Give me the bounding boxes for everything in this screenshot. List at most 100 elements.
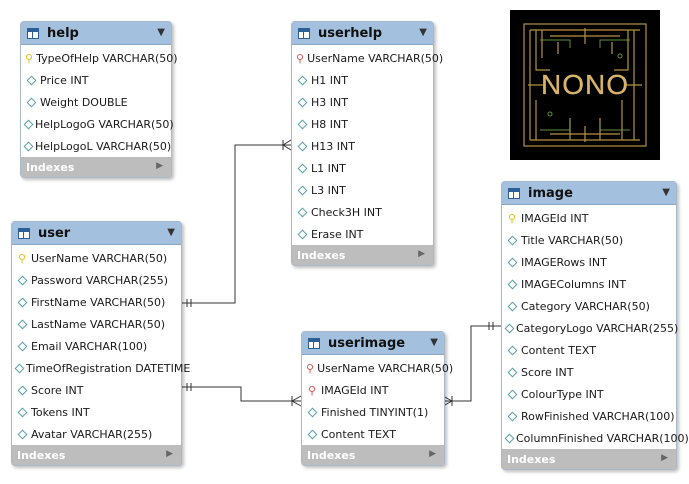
table-column[interactable]: Erase INT: [292, 223, 433, 245]
table-column[interactable]: Tokens INT: [12, 401, 181, 423]
table-column[interactable]: Title VARCHAR(50): [502, 229, 676, 251]
indexes-section[interactable]: Indexes ▶: [292, 245, 433, 265]
table-column[interactable]: H1 INT: [292, 69, 433, 91]
primary-key-icon: ⚲: [25, 51, 34, 65]
indexes-section[interactable]: Indexes ▶: [12, 445, 181, 465]
table-help[interactable]: help ▼ ⚲TypeOfHelp VARCHAR(50)Price INT W…: [20, 21, 178, 178]
column-label: Avatar VARCHAR(255): [31, 427, 153, 441]
table-title: userhelp: [318, 25, 383, 41]
table-column[interactable]: H13 INT: [292, 135, 433, 157]
column-label: Tokens INT: [31, 405, 90, 419]
table-column[interactable]: L3 INT: [292, 179, 433, 201]
column-label: Content TEXT: [321, 427, 396, 441]
table-title: userimage: [328, 335, 406, 351]
table-column[interactable]: ⚲UserName VARCHAR(50): [12, 247, 181, 269]
table-column[interactable]: ColourType INT: [502, 383, 676, 405]
table-column[interactable]: HelpLogoL VARCHAR(50): [21, 135, 171, 157]
table-column[interactable]: Avatar VARCHAR(255): [12, 423, 181, 445]
indexes-label: Indexes: [307, 448, 356, 462]
indexes-section[interactable]: Indexes ▶: [21, 157, 171, 177]
column-label: H8 INT: [311, 117, 348, 131]
table-column[interactable]: Content TEXT: [502, 339, 676, 361]
column-diamond-icon: [296, 207, 308, 217]
table-column[interactable]: ⚲TypeOfHelp VARCHAR(50): [21, 47, 178, 69]
table-column[interactable]: Price INT: [21, 69, 171, 91]
table-column[interactable]: Score INT: [12, 379, 181, 401]
table-column[interactable]: LastName VARCHAR(50): [12, 313, 181, 335]
indexes-section[interactable]: Indexes ▶: [302, 445, 444, 465]
table-column[interactable]: Score INT: [502, 361, 676, 383]
column-diamond-icon: [16, 385, 28, 395]
column-label: L1 INT: [311, 161, 346, 175]
chevron-down-icon[interactable]: ▼: [662, 187, 670, 198]
table-column[interactable]: ⚲IMAGEId INT: [502, 207, 676, 229]
chevron-down-icon[interactable]: ▼: [419, 27, 427, 38]
table-column[interactable]: Email VARCHAR(100): [12, 335, 181, 357]
indexes-section[interactable]: Indexes ▶: [502, 449, 676, 469]
table-column[interactable]: H8 INT: [292, 113, 433, 135]
table-header[interactable]: image ▼: [502, 182, 676, 205]
column-label: Title VARCHAR(50): [521, 233, 624, 247]
rel-user-userhelp: [181, 144, 291, 304]
table-column[interactable]: Weight DOUBLE: [21, 91, 171, 113]
chevron-down-icon[interactable]: ▼: [157, 27, 165, 38]
column-diamond-icon: [506, 235, 518, 245]
logo-text: NONO: [541, 69, 629, 100]
chevron-down-icon[interactable]: ▼: [430, 337, 438, 348]
table-column[interactable]: L1 INT: [292, 157, 433, 179]
table-userhelp[interactable]: userhelp ▼ ⚲UserName VARCHAR(50)H1 INT H3…: [291, 21, 443, 266]
table-column[interactable]: Content TEXT: [302, 423, 444, 445]
expand-arrow-icon[interactable]: ▶: [156, 161, 163, 171]
table-column[interactable]: H3 INT: [292, 91, 433, 113]
primary-key-icon: ⚲: [507, 211, 517, 225]
table-header[interactable]: user ▼: [12, 222, 181, 245]
column-label: Finished TINYINT(1): [321, 405, 429, 419]
table-column[interactable]: Check3H INT: [292, 201, 433, 223]
table-image[interactable]: image ▼ ⚲IMAGEId INT Title VARCHAR(50) IMA…: [501, 181, 689, 470]
table-column[interactable]: ⚲IMAGEId INT: [302, 379, 444, 401]
table-column[interactable]: Password VARCHAR(255): [12, 269, 181, 291]
column-label: Content TEXT: [521, 343, 596, 357]
table-header[interactable]: help ▼: [21, 22, 171, 45]
column-label: Weight DOUBLE: [40, 95, 128, 109]
column-label: Score INT: [31, 383, 84, 397]
expand-arrow-icon[interactable]: ▶: [418, 249, 425, 259]
column-label: TimeOfRegistration DATETIME: [26, 361, 191, 375]
table-column[interactable]: RowFinished VARCHAR(100): [502, 405, 676, 427]
column-list: ⚲TypeOfHelp VARCHAR(50)Price INT Weight D…: [21, 45, 178, 157]
table-userimage[interactable]: userimage ▼ ⚲UserName VARCHAR(50)⚲IMAGEI…: [301, 331, 453, 466]
column-label: H3 INT: [311, 95, 348, 109]
column-diamond-icon: [296, 119, 308, 129]
table-header[interactable]: userimage ▼: [302, 332, 444, 355]
column-diamond-icon: [14, 363, 25, 373]
column-diamond-icon: [16, 319, 28, 329]
table-user[interactable]: user ▼ ⚲UserName VARCHAR(50) Password VAR…: [11, 221, 190, 466]
table-icon: [508, 187, 520, 199]
table-column[interactable]: Finished TINYINT(1): [302, 401, 444, 423]
table-column[interactable]: IMAGERows INT: [502, 251, 676, 273]
column-diamond-icon: [506, 301, 518, 311]
column-diamond-icon: [506, 257, 518, 267]
column-diamond-icon: [296, 185, 308, 195]
table-column[interactable]: HelpLogoG VARCHAR(50): [21, 113, 174, 135]
table-column[interactable]: CategoryLogo VARCHAR(255): [502, 317, 678, 339]
table-column[interactable]: IMAGEColumns INT: [502, 273, 676, 295]
chevron-down-icon[interactable]: ▼: [167, 227, 175, 238]
table-column[interactable]: ⚲UserName VARCHAR(50): [292, 47, 443, 69]
expand-arrow-icon[interactable]: ▶: [166, 449, 173, 459]
table-column[interactable]: TimeOfRegistration DATETIME: [12, 357, 190, 379]
table-column[interactable]: Category VARCHAR(50): [502, 295, 676, 317]
expand-arrow-icon[interactable]: ▶: [661, 453, 668, 463]
column-diamond-icon: [296, 97, 308, 107]
table-column[interactable]: ColumnFinished VARCHAR(100): [502, 427, 689, 449]
column-diamond-icon: [296, 141, 308, 151]
table-column[interactable]: FirstName VARCHAR(50): [12, 291, 181, 313]
expand-arrow-icon[interactable]: ▶: [429, 449, 436, 459]
indexes-label: Indexes: [507, 452, 556, 466]
table-column[interactable]: ⚲UserName VARCHAR(50): [302, 357, 453, 379]
table-title: user: [38, 225, 71, 241]
column-label: FirstName VARCHAR(50): [31, 295, 166, 309]
column-label: Password VARCHAR(255): [31, 273, 169, 287]
column-diamond-icon: [16, 341, 28, 351]
table-header[interactable]: userhelp ▼: [292, 22, 433, 45]
